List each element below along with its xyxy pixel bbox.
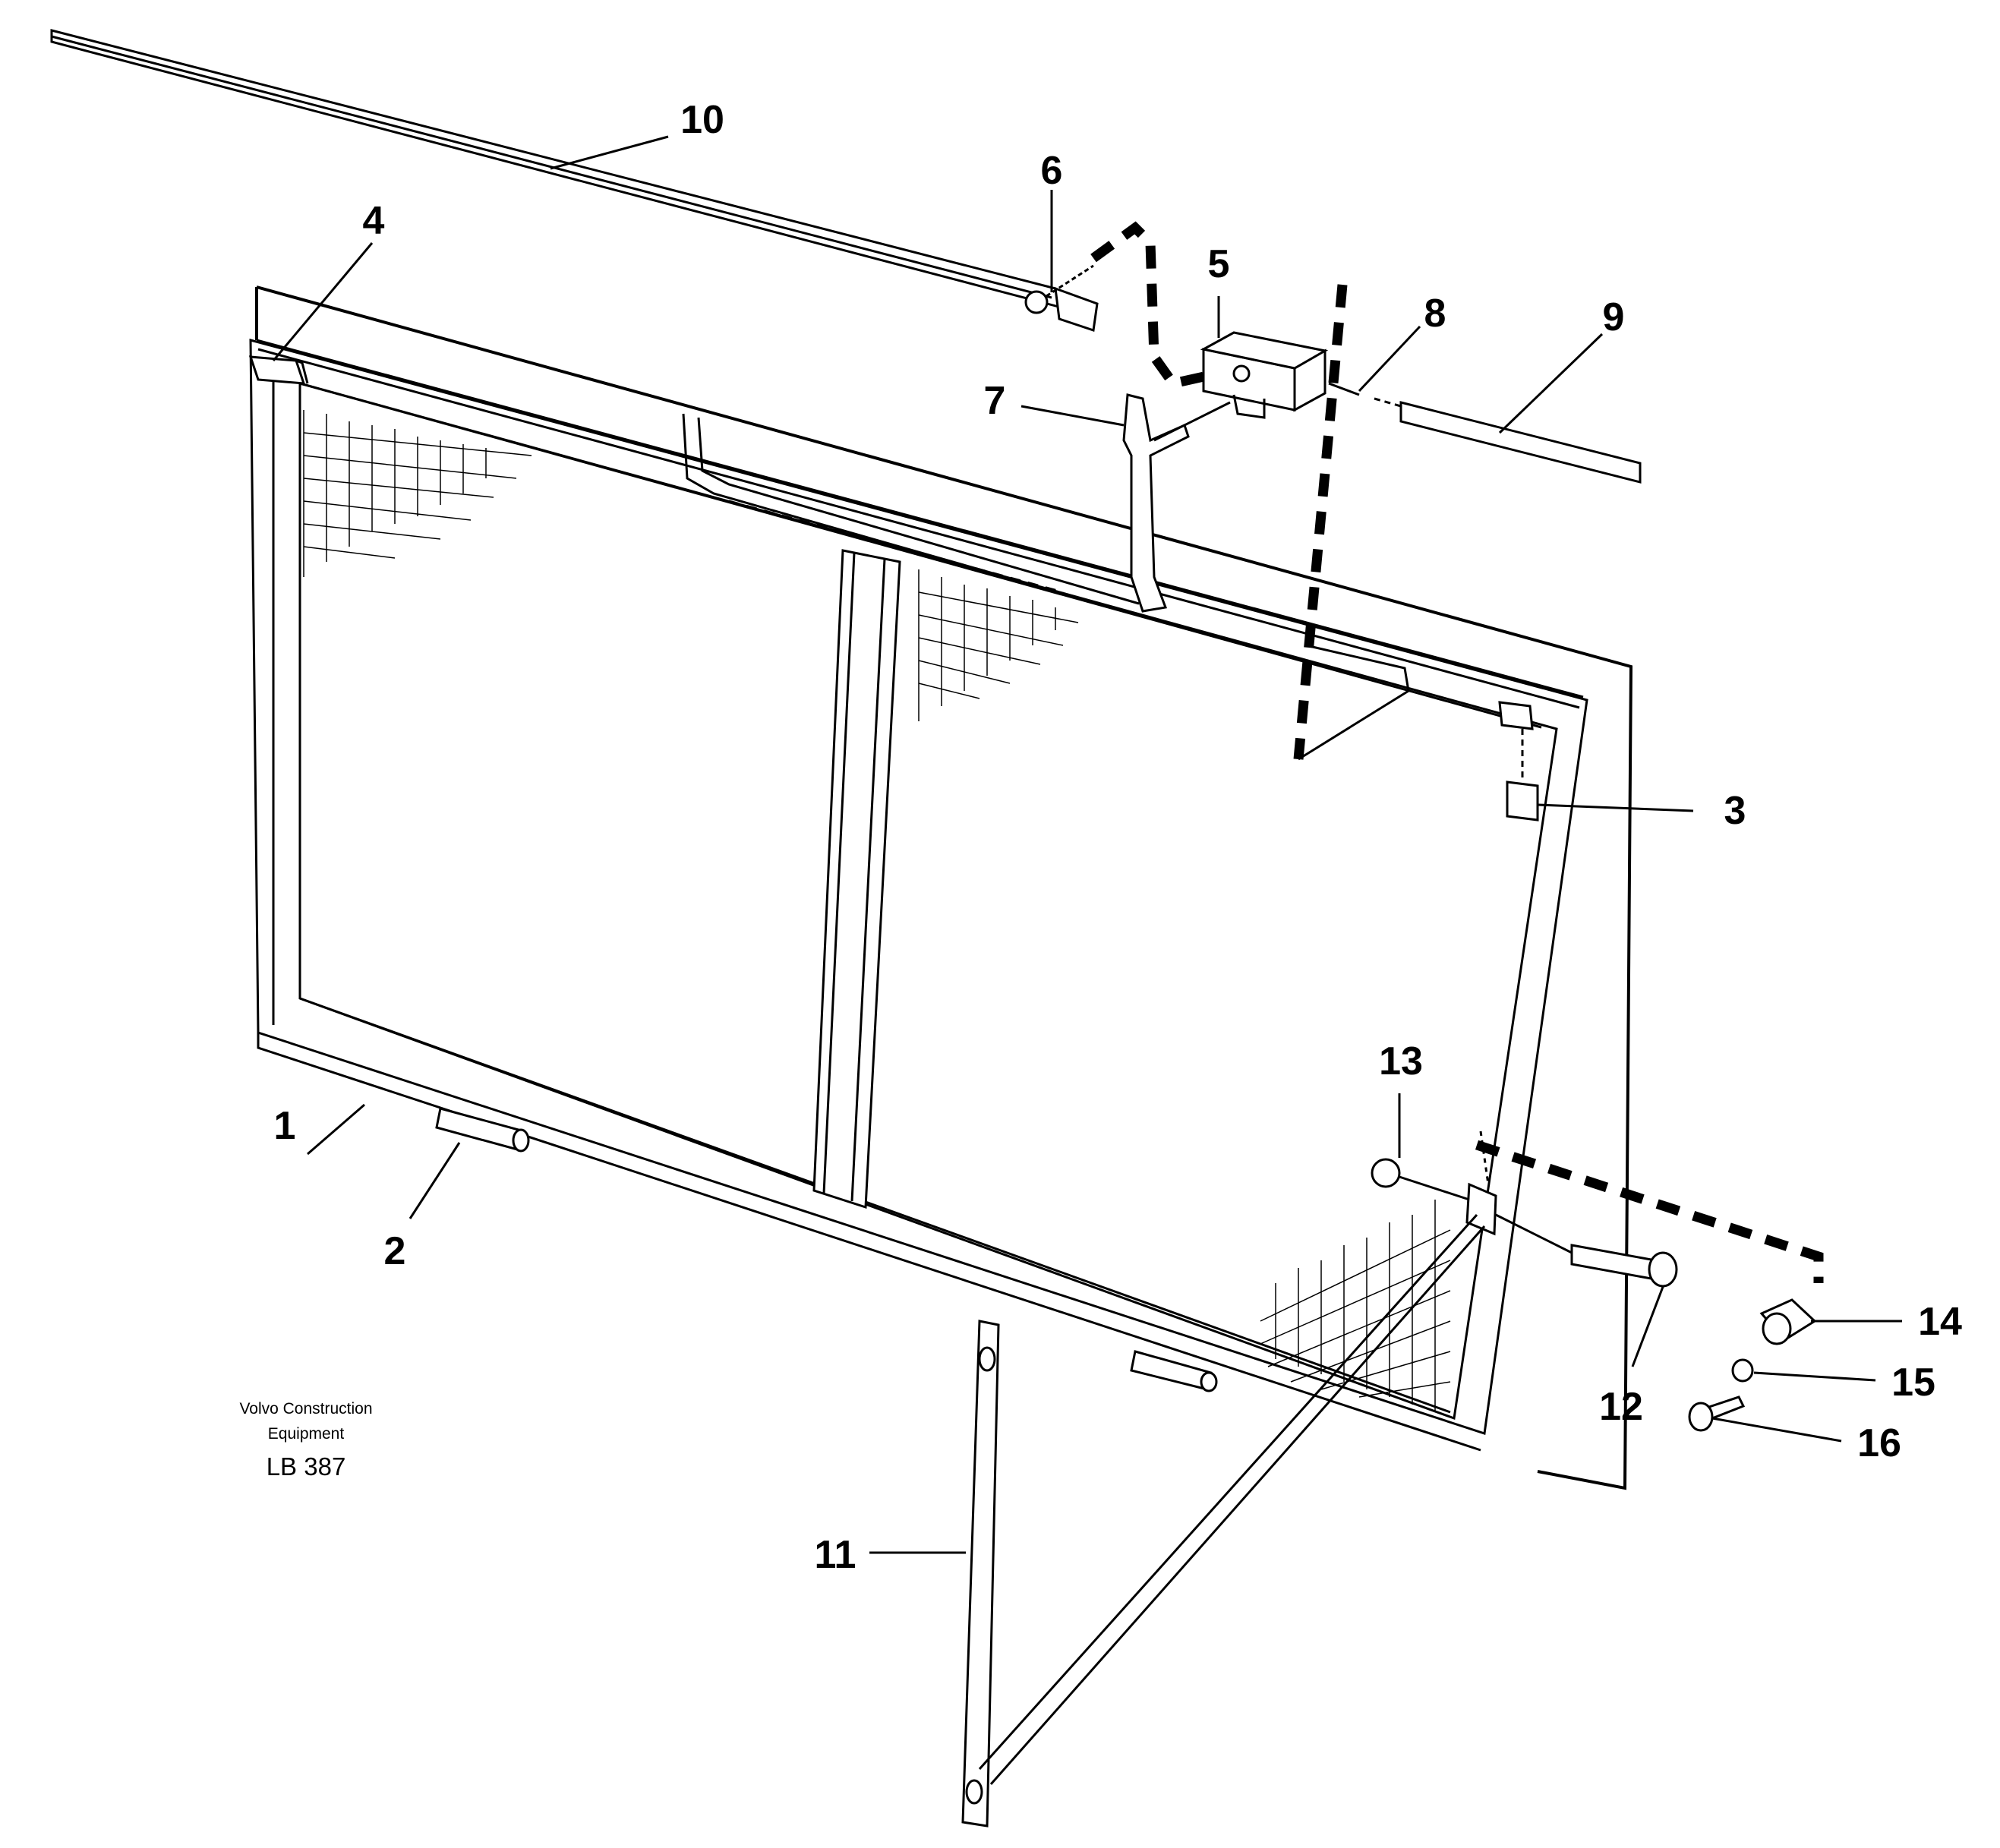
part-5-lock-body [1200, 331, 1329, 419]
part-label-5: 5 [1208, 242, 1230, 286]
part-16-screw [1688, 1395, 1746, 1432]
part-3-guide-block [1506, 729, 1539, 822]
part-14-bushing [1759, 1298, 1817, 1345]
part-12-bolt [1495, 1213, 1678, 1288]
part-label-15: 15 [1891, 1361, 1935, 1405]
leader-lines [272, 135, 1902, 1554]
part-label-6: 6 [1041, 149, 1063, 193]
part-10-seal-strip [50, 29, 1099, 332]
diagram-caption: Volvo Construction Equipment LB 387 [239, 1400, 372, 1481]
part-label-2: 2 [384, 1229, 406, 1273]
lock-mount-outline [1293, 284, 1410, 761]
part-label-13: 13 [1379, 1039, 1423, 1083]
part-2-runner [435, 1107, 530, 1153]
part-15-washer [1731, 1358, 1754, 1383]
part-label-12: 12 [1599, 1385, 1643, 1429]
part-label-10: 10 [680, 98, 724, 142]
part-label-3: 3 [1724, 789, 1746, 833]
caption-line-2: Equipment [268, 1425, 345, 1443]
corner-block-top-right [1498, 701, 1534, 730]
part-4-corner-block [248, 355, 309, 385]
part-13-nut [1371, 1158, 1470, 1201]
hinge-bracket [1465, 1131, 1497, 1236]
runner-right [1130, 1350, 1218, 1392]
center-divider [812, 549, 901, 1209]
top-guide-channel [682, 413, 1140, 617]
part-label-14: 14 [1918, 1300, 1962, 1344]
part-11-stay-strap [961, 1213, 1486, 1828]
part-label-8: 8 [1424, 292, 1446, 336]
part-label-9: 9 [1603, 295, 1625, 339]
caption-code: LB 387 [267, 1452, 346, 1481]
part-label-7: 7 [984, 379, 1006, 423]
part-9-strip [1374, 397, 1642, 484]
glass-pattern-right [1260, 1200, 1451, 1412]
part-label-11: 11 [815, 1533, 856, 1577]
part-label-4: 4 [363, 199, 385, 243]
release-cable [1090, 221, 1209, 389]
part-7-t-handle [1122, 393, 1231, 613]
glass-pattern-left [303, 410, 532, 577]
part-label-16: 16 [1857, 1421, 1901, 1465]
glass-pattern-center [918, 569, 1079, 721]
rear-glass-panel [255, 285, 1633, 1490]
part-label-1: 1 [274, 1104, 296, 1148]
part-6-screw [1024, 264, 1094, 314]
part-labels: 1 2 3 4 5 6 7 8 9 10 11 12 13 14 15 16 [274, 98, 1962, 1577]
hinge-arm-outline [1475, 1140, 1824, 1283]
part-1-window-frame [249, 339, 1588, 1452]
part-8-pin [1328, 382, 1360, 396]
caption-line-1: Volvo Construction [239, 1400, 372, 1418]
